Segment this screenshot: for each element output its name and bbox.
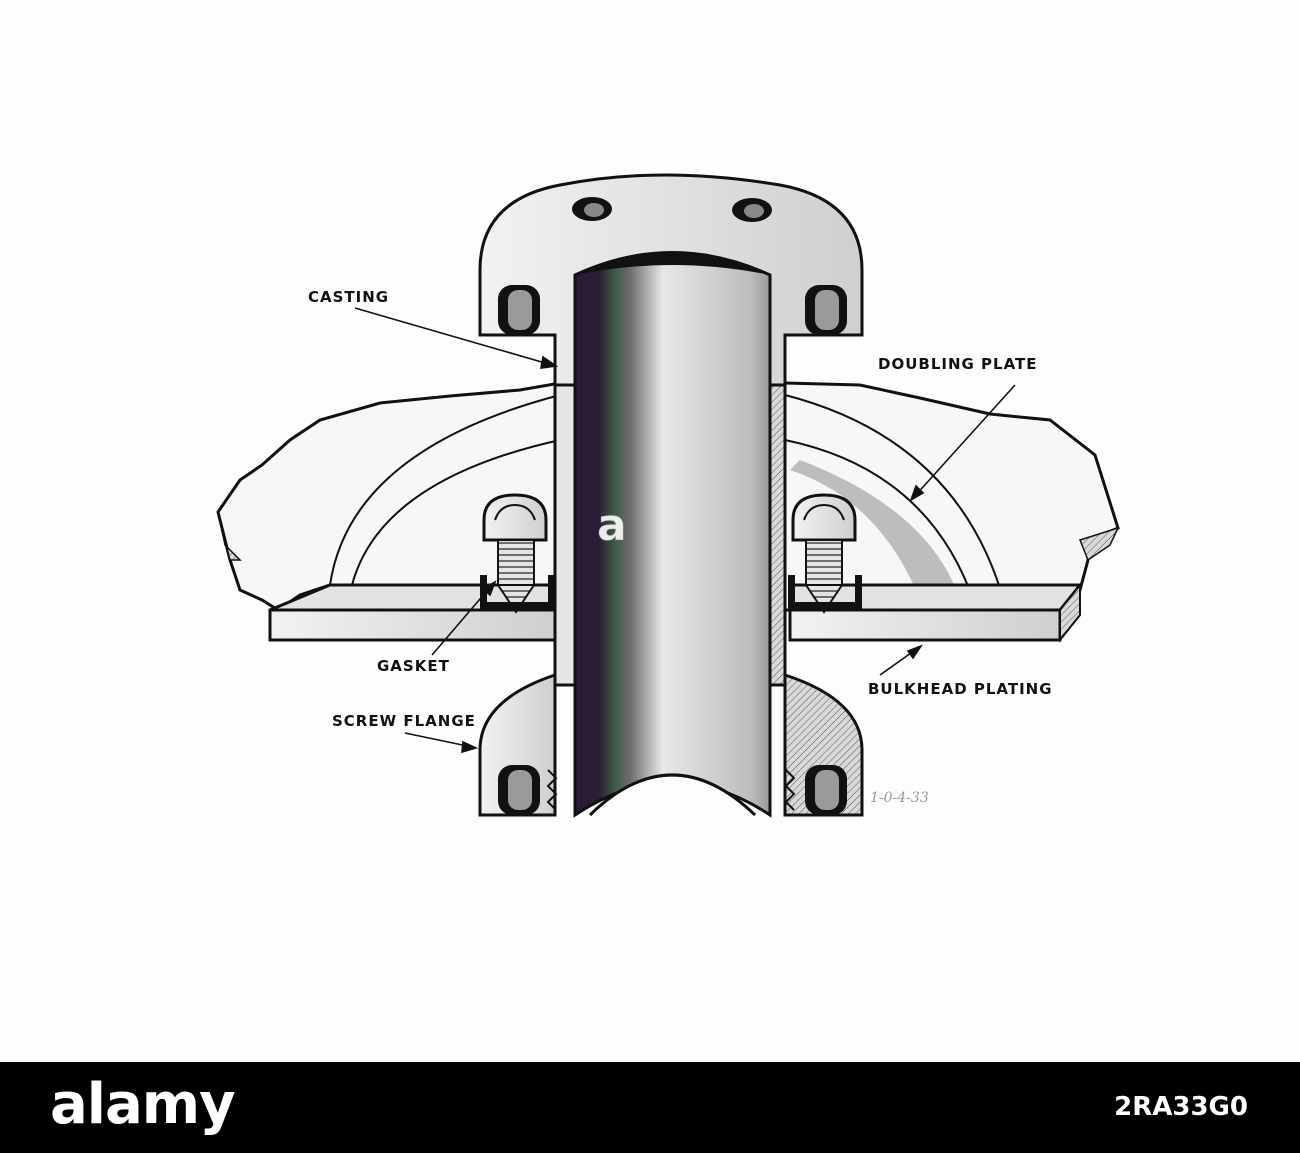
pipe-fitting-cutaway-diagram bbox=[216, 173, 1120, 818]
handwritten-note: 1-0-4-33 bbox=[870, 790, 929, 806]
leader-lines bbox=[354, 307, 1016, 754]
image-id: 2RA33G0 bbox=[1114, 1092, 1248, 1122]
casting-arrowhead bbox=[540, 355, 559, 369]
watermark: a bbox=[597, 500, 628, 552]
screw-flange bbox=[478, 672, 864, 817]
label-bulkhead-plating: BULKHEAD PLATING bbox=[868, 680, 1053, 698]
stock-footer-bar: alamy 2RA33G0 bbox=[0, 1062, 1300, 1153]
label-gasket: GASKET bbox=[377, 657, 450, 675]
doubling-plate-leader bbox=[913, 384, 1016, 498]
casting-leader bbox=[354, 307, 553, 366]
label-doubling-plate: DOUBLING PLATE bbox=[878, 355, 1038, 373]
label-casting: CASTING bbox=[308, 288, 390, 306]
gasket-arrowhead bbox=[481, 580, 497, 597]
doubling-plate-arrowhead bbox=[909, 484, 925, 502]
screw-flange-leader bbox=[404, 732, 473, 748]
brand-logo: alamy bbox=[50, 1072, 236, 1137]
bulkhead-plating-arrowhead bbox=[906, 644, 924, 660]
gasket-leader bbox=[431, 584, 493, 656]
bolt-right bbox=[788, 493, 862, 614]
screw-flange-arrowhead bbox=[461, 740, 479, 754]
diagram-canvas: CASTING DOUBLING PLATE GASKET BULKHEAD P… bbox=[216, 173, 1120, 818]
label-screw-flange: SCREW FLANGE bbox=[332, 712, 476, 730]
bolt-left bbox=[480, 493, 555, 614]
pipe-bore bbox=[573, 251, 772, 818]
